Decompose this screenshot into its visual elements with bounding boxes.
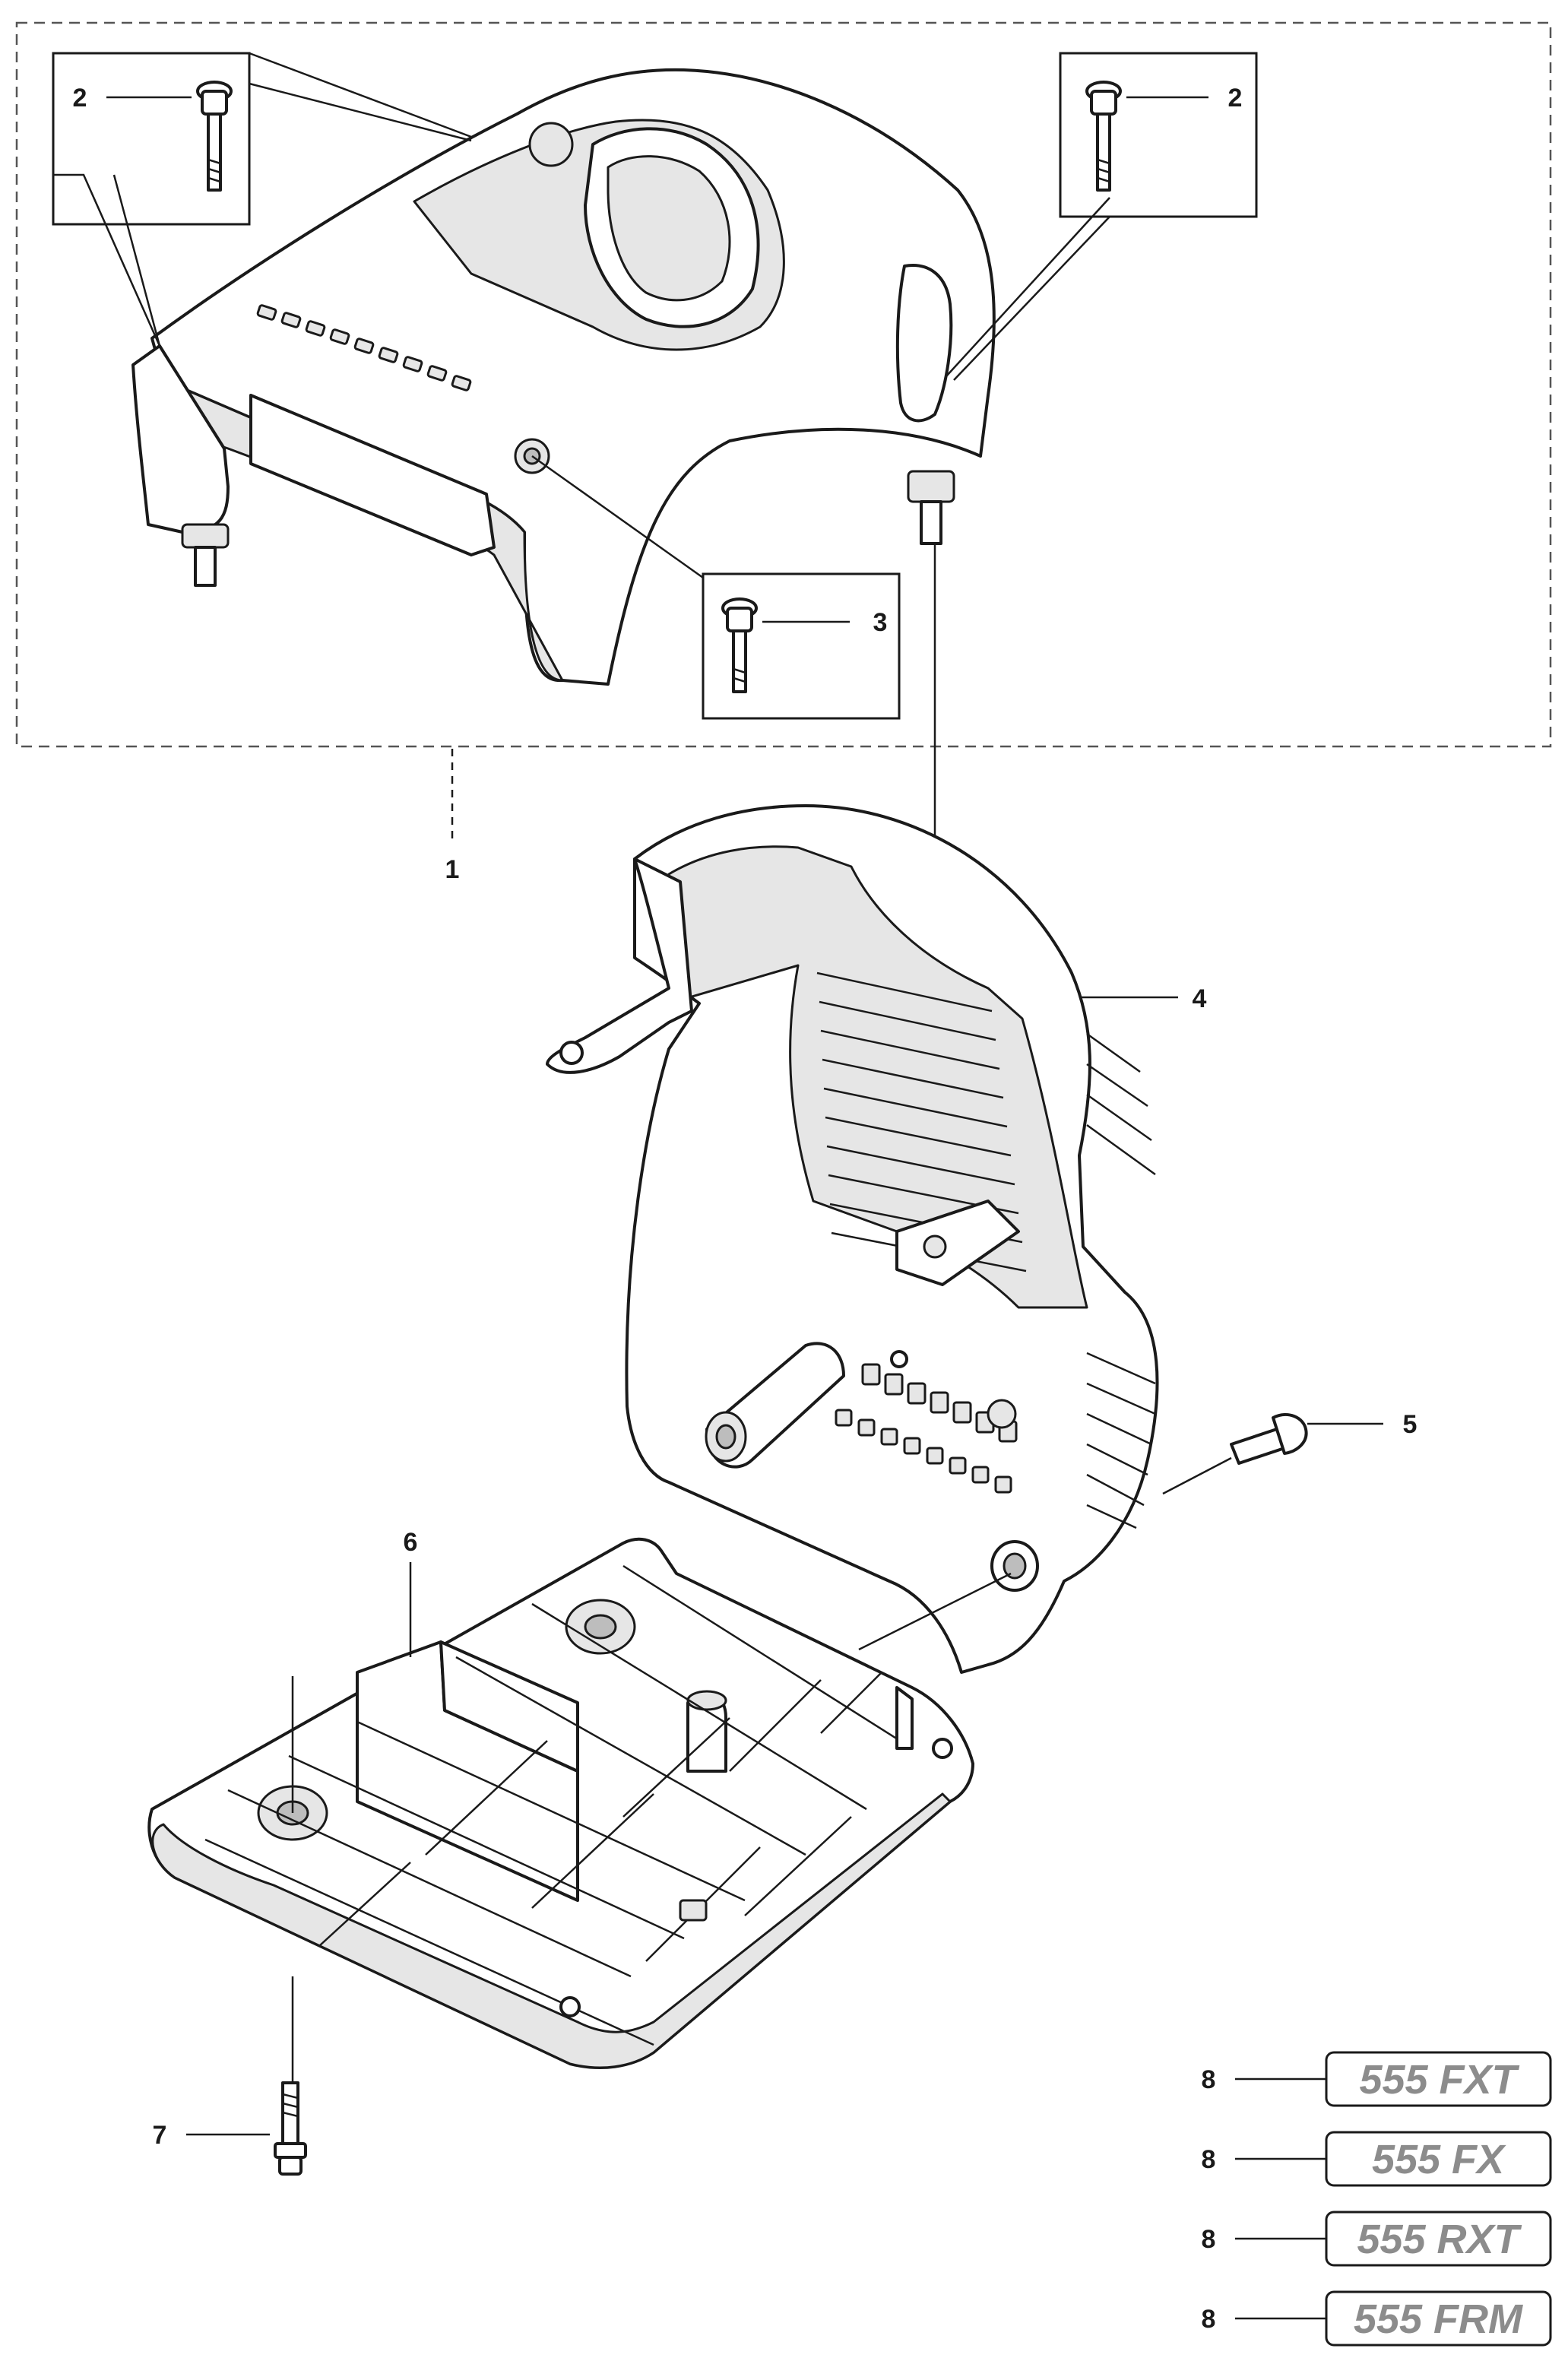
decal-555-rxt-text: 555 RXT: [1357, 2217, 1522, 2262]
housing-vent-slots: [835, 1363, 1018, 1494]
alignment-line-housing-plate: [858, 1572, 1012, 1651]
top-cover: [131, 68, 996, 686]
callout-6: 6: [404, 1528, 418, 1557]
decal-555-fxt: [1325, 2051, 1552, 2107]
callout-8d: 8: [1202, 2305, 1216, 2334]
decal-555-rxt: [1325, 2211, 1552, 2267]
callout-2-right: 2: [1228, 84, 1243, 113]
callout-8a: 8: [1202, 2065, 1216, 2094]
decal-555-fx: [1325, 2131, 1552, 2187]
callout-8b: 8: [1202, 2145, 1216, 2174]
cylinder-housing: [546, 804, 1159, 1674]
screw-5-icon: [1230, 1413, 1308, 1465]
screw-detail-box-middle: [531, 455, 901, 720]
bottom-plate: [147, 1537, 974, 2069]
callout-7: 7: [153, 2121, 167, 2150]
alignment-line-screw-5: [1162, 1456, 1232, 1495]
decal-555-frm: [1325, 2290, 1552, 2347]
callout-3: 3: [873, 608, 888, 637]
screw-7-icon: [274, 2081, 307, 2176]
cover-vent-slots: [256, 304, 472, 391]
callout-2-left: 2: [73, 84, 87, 113]
callout-4: 4: [1193, 984, 1207, 1013]
assembly-group-boundary: [15, 21, 1552, 748]
cover-standoff-right: [907, 470, 955, 545]
screw-detail-box-left: [52, 52, 472, 347]
screw-3-icon: [721, 597, 758, 693]
callout-1: 1: [445, 855, 460, 884]
decal-555-fxt-text: 555 FXT: [1359, 2057, 1519, 2103]
decal-555-frm-text: 555 FRM: [1354, 2296, 1523, 2342]
cover-standoff-left: [181, 523, 230, 587]
husqvarna-housing-logo-icon: [987, 1399, 1017, 1429]
screw-detail-box-right: [946, 52, 1258, 381]
decal-555-fx-text: 555 FX: [1372, 2137, 1506, 2182]
husqvarna-plate-logo-icon: [679, 1899, 708, 1922]
husqvarna-logo-icon: [528, 122, 574, 167]
screw-2-right-icon: [1085, 81, 1122, 192]
callout-8c: 8: [1202, 2225, 1216, 2254]
callout-5: 5: [1403, 1410, 1418, 1439]
screw-2-left-icon: [196, 81, 233, 192]
